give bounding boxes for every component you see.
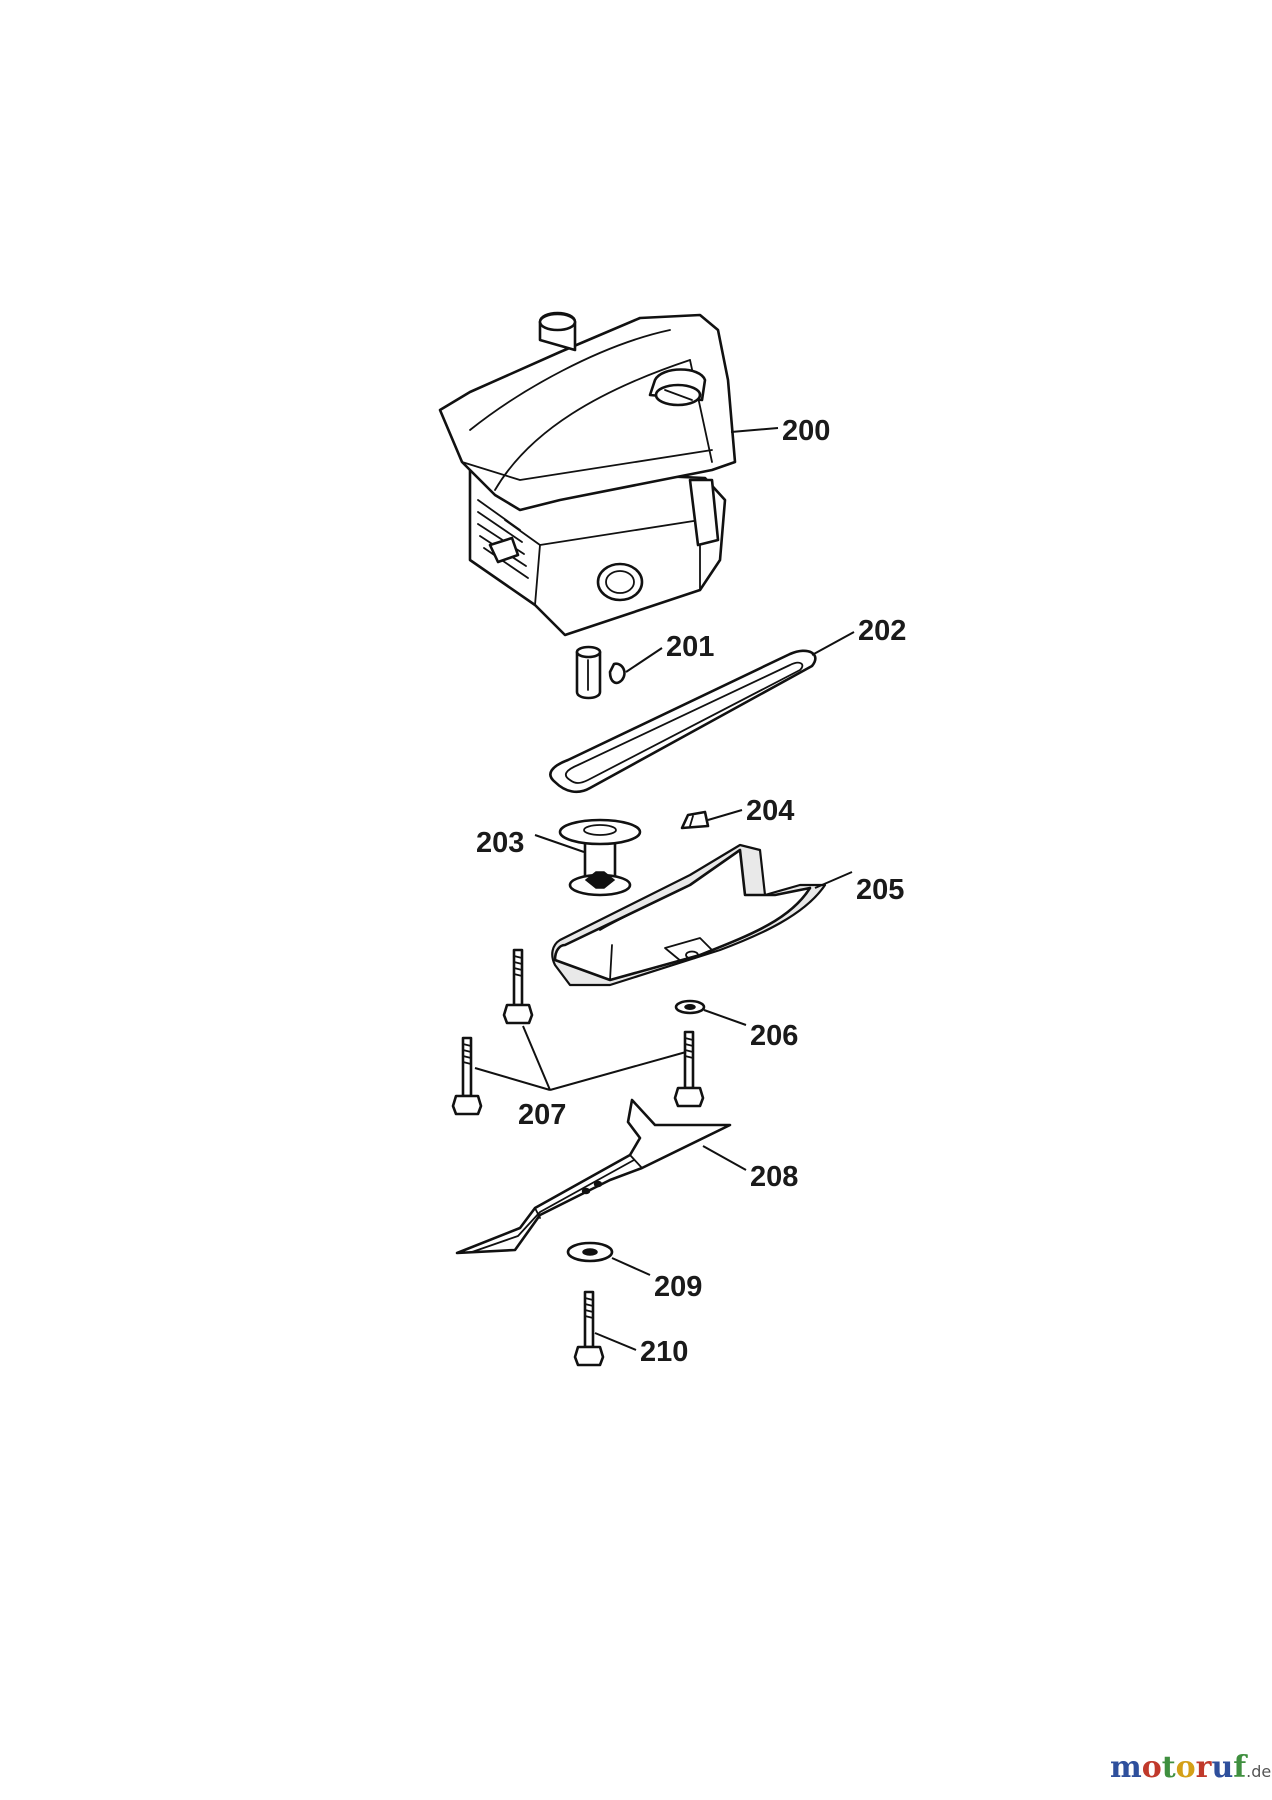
leader-207	[474, 1025, 687, 1091]
clip-part	[680, 810, 710, 830]
engine-part	[438, 311, 737, 637]
callout-203: 203	[476, 827, 524, 859]
motoruf-watermark: motoruf.de	[1110, 1748, 1271, 1788]
callout-208: 208	[750, 1161, 798, 1193]
callout-206: 206	[750, 1020, 798, 1052]
leader-210	[594, 1332, 637, 1351]
leader-202	[811, 631, 855, 656]
bolt-b	[451, 1036, 483, 1116]
watermark-letter: m	[1110, 1750, 1142, 1785]
adapter-part	[558, 818, 642, 897]
bolt-a	[502, 948, 534, 1025]
watermark-letter: t	[1161, 1750, 1176, 1785]
leader-200	[730, 427, 779, 433]
cover-part	[551, 843, 827, 987]
bolts-part	[451, 948, 705, 1116]
watermark-letter: o	[1141, 1750, 1162, 1785]
leader-209	[611, 1257, 651, 1276]
callout-200: 200	[782, 415, 830, 447]
leader-204	[707, 809, 743, 821]
watermark-letter: f	[1233, 1750, 1247, 1785]
leader-206	[703, 1009, 747, 1026]
leader-203	[534, 834, 585, 853]
watermark-letter: u	[1211, 1750, 1234, 1785]
callout-209: 209	[654, 1271, 702, 1303]
callout-201: 201	[666, 631, 714, 663]
callout-205: 205	[856, 874, 904, 906]
oil-knob	[648, 368, 707, 407]
callout-207: 207	[518, 1099, 566, 1131]
washer-small-part	[674, 999, 706, 1015]
blade-bolt-part	[573, 1290, 605, 1367]
callout-210: 210	[640, 1336, 688, 1368]
watermark-letter: o	[1175, 1750, 1196, 1785]
watermark-letter: r	[1195, 1750, 1212, 1785]
watermark-tld: .de	[1246, 1762, 1272, 1781]
blade-part	[455, 1098, 732, 1255]
belt-part	[549, 649, 817, 794]
key-part	[575, 645, 626, 700]
bolt-c	[673, 1030, 705, 1108]
leader-201	[625, 647, 663, 673]
leader-205	[814, 871, 853, 889]
callout-204: 204	[746, 795, 794, 827]
washer-large-part	[566, 1241, 614, 1263]
callout-202: 202	[858, 615, 906, 647]
fuel-cap	[538, 311, 577, 352]
leader-208	[702, 1145, 747, 1171]
